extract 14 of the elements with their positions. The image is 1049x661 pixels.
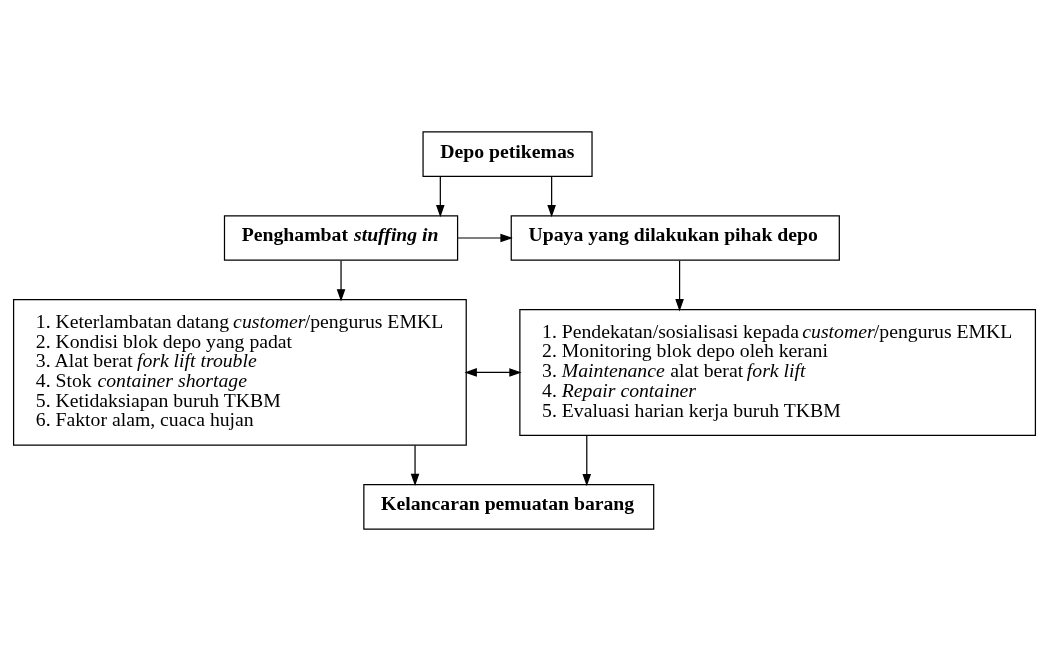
arrow [410, 444, 420, 487]
arrow [582, 435, 592, 487]
arrow [336, 260, 346, 302]
node-box: Penghambat stuffing in [223, 215, 459, 261]
arrow [457, 233, 513, 243]
arrow [675, 260, 684, 312]
node-box: Upaya yang dilakukan pihak depo [510, 215, 840, 261]
node-box: Kelancaran pemuatan barang [363, 484, 655, 530]
node-box: 1. Keterlambatan datang customer/pengurus EMKL 2. Kondisi blok depo yang padat 3. Alat berat fork lift trouble 4. Stok container shortage 5. Ketidaksiapan buruh TKBM 6. Faktor alam, cuaca hujan [12, 299, 467, 446]
node-box: Depo petikemas [422, 131, 593, 177]
arrow [464, 368, 522, 377]
arrow [547, 176, 556, 218]
arrow [436, 176, 445, 218]
node-box: 1. Pendekatan/sosialisasi kepada customer/pengurus EMKL 2. Monitoring blok depo oleh kerani 3. Maintenance alat berat fork lift 4. Repair container 5. Evaluasi harian kerja buruh TKBM [519, 308, 1037, 436]
